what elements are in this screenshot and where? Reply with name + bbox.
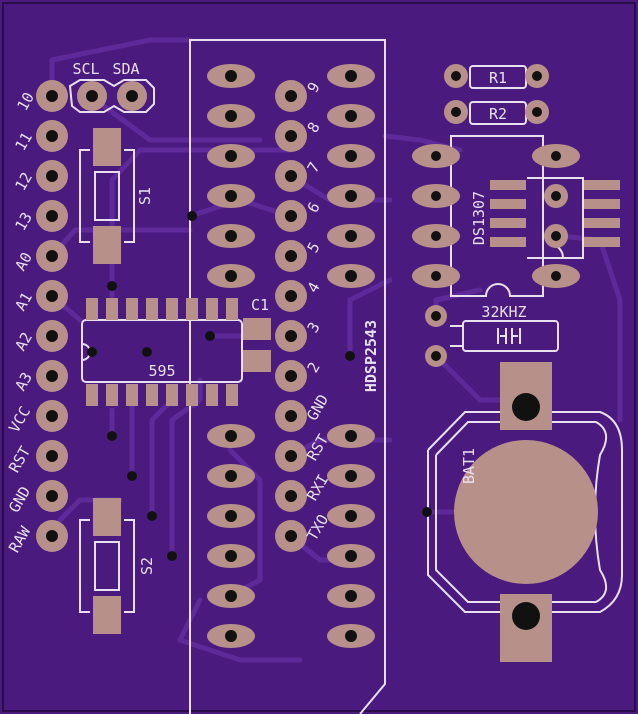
battery-label: BAT1: [460, 448, 478, 484]
rtc-pads: [412, 144, 620, 288]
r1-label: R1: [489, 69, 507, 87]
left-header: [36, 80, 68, 552]
s2-label: S2: [138, 557, 156, 575]
part-labels: S1 S2 595 C1 HDSP2543 R1 R2 DS1307 32KHZ…: [136, 69, 527, 575]
vias: [87, 211, 432, 561]
battery-holder: [454, 362, 598, 662]
display-label: HDSP2543: [362, 320, 380, 392]
capacitor-c1-pads: [243, 318, 271, 372]
inner-header: [275, 80, 307, 552]
scl-label: SCL: [72, 60, 99, 78]
crystal-pads: [425, 305, 447, 367]
switch-pads: [93, 128, 121, 634]
s1-label: S1: [136, 187, 154, 205]
r2-label: R2: [489, 105, 507, 123]
i2c-header: SCL SDA: [72, 60, 147, 111]
display-pads-left: [207, 64, 255, 648]
crystal-label: 32KHZ: [481, 303, 526, 321]
ic-595-label: 595: [148, 362, 175, 380]
rtc-label: DS1307: [470, 191, 488, 245]
sda-label: SDA: [112, 60, 139, 78]
ic-595-pads: [86, 298, 238, 406]
c1-label: C1: [251, 296, 269, 314]
display-pads-right: [327, 64, 375, 648]
resistor-pads: [444, 64, 549, 124]
